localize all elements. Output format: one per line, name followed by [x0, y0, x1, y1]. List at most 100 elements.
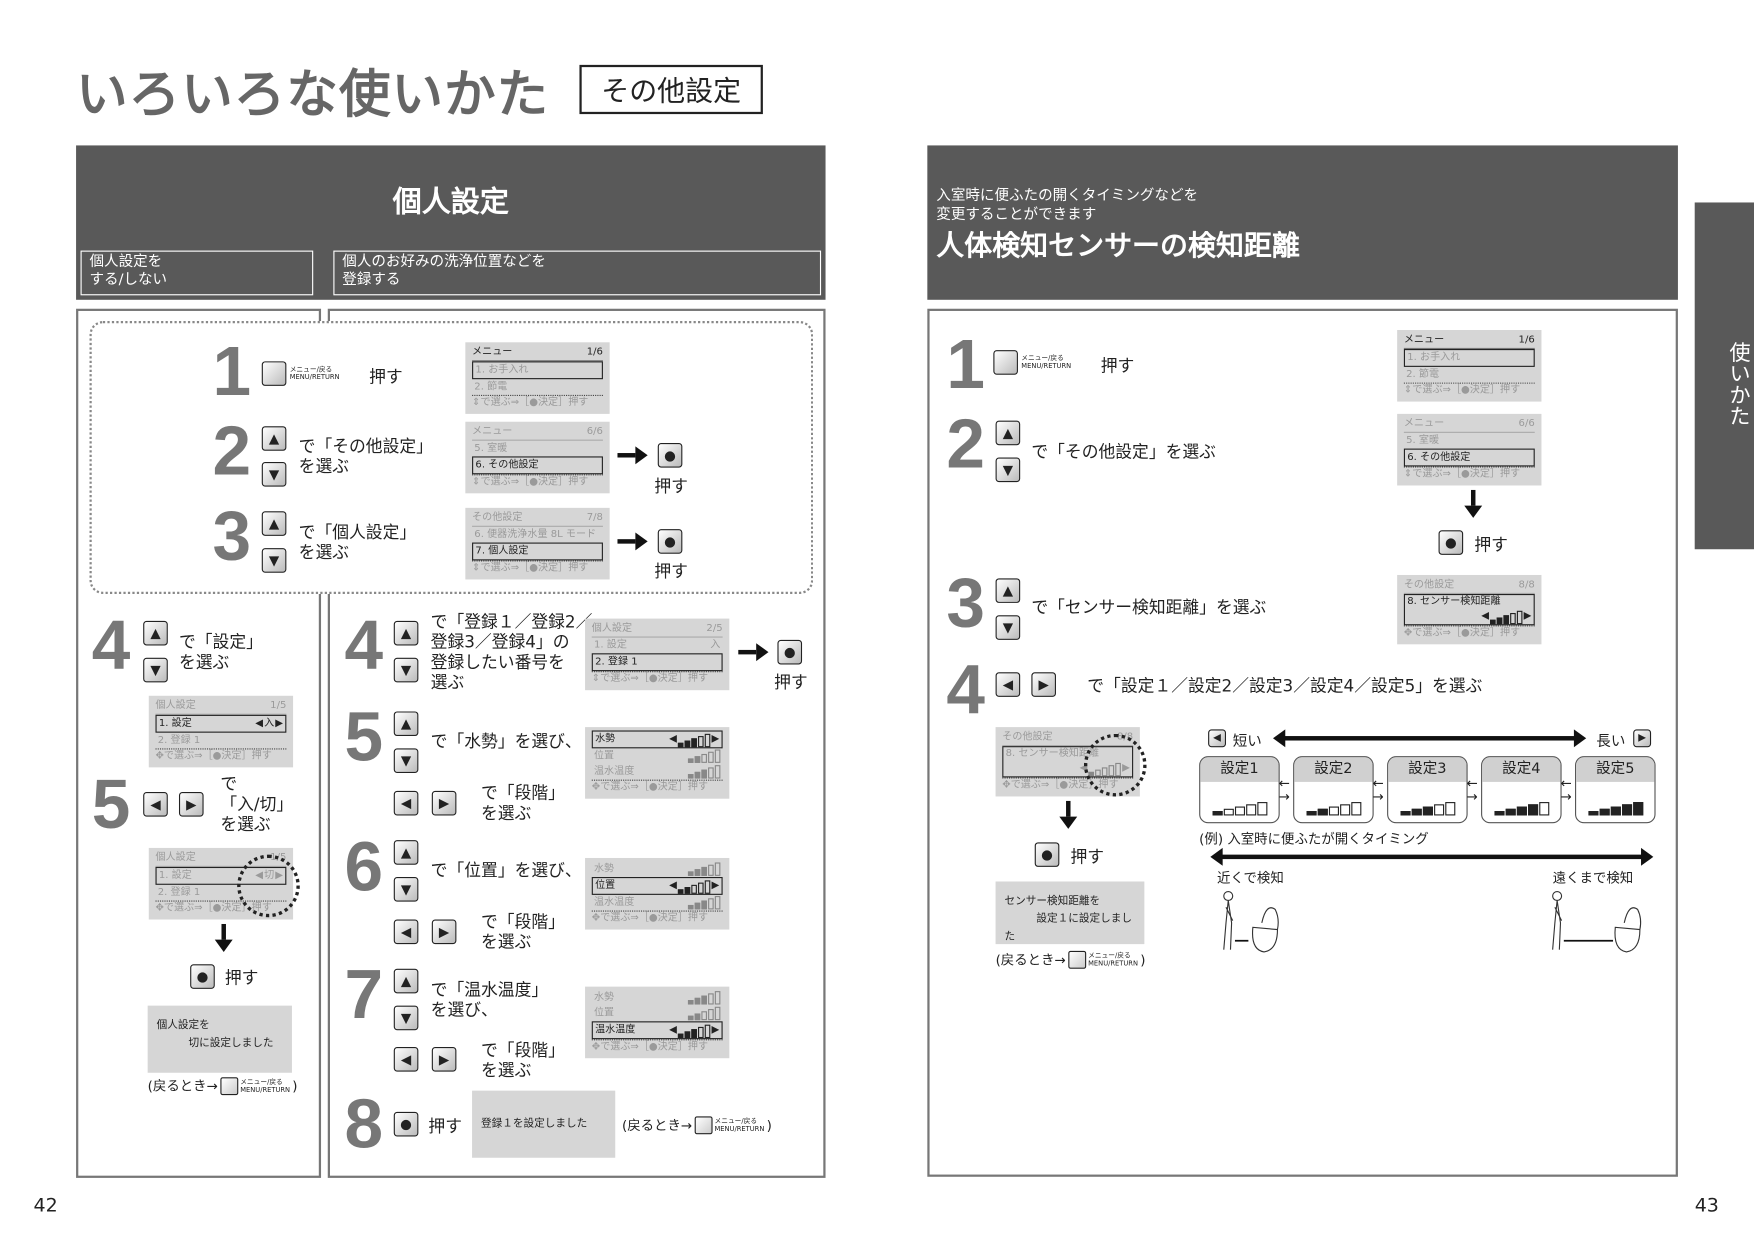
up-button[interactable]: ▲ [995, 578, 1021, 603]
lcd-page: 7/8 [586, 512, 603, 524]
right-button[interactable]: ▶ [178, 791, 204, 817]
step-text: で「個人設定」 を選ぶ [298, 522, 417, 563]
enter-button[interactable]: ● [657, 442, 683, 468]
left-button[interactable]: ◀ [393, 919, 419, 945]
down-button[interactable]: ▼ [393, 657, 419, 683]
far-label: 遠くまで検知 [1552, 870, 1634, 886]
four-way-icon: ✥ [155, 902, 164, 914]
down-button[interactable]: ▼ [995, 615, 1021, 640]
lcd-page: 6/6 [1518, 418, 1535, 430]
lcd-row-label: 1. お手入れ [475, 364, 529, 376]
four-way-icon: ✥ [591, 912, 601, 924]
up-button[interactable]: ▲ [393, 968, 419, 994]
lcd-row: 5. 室暖 [1404, 433, 1535, 449]
lcd-row: 7. 個人設定 [472, 542, 603, 561]
down-button[interactable]: ▼ [143, 657, 168, 683]
step-number: 1 [946, 326, 985, 404]
page-number-left: 42 [33, 1194, 58, 1218]
right-triangle-icon: ▶ [711, 1024, 720, 1036]
lcd-footer: ✥で選ぶ⇒［●決定］押す [1002, 777, 1134, 793]
push-label: 押す [654, 476, 688, 497]
menu-return-button[interactable] [694, 1115, 713, 1134]
down-button[interactable]: ▼ [393, 1005, 419, 1031]
up-down-icon: ⇕ [1403, 468, 1413, 480]
left-triangle-icon: ◀ [669, 879, 677, 891]
push-label: 押す [654, 561, 688, 582]
arrow-down-icon [1464, 489, 1483, 518]
lcd-title: その他設定 [1002, 731, 1053, 743]
up-button[interactable]: ▲ [995, 420, 1021, 446]
down-button[interactable]: ▼ [393, 748, 419, 773]
up-button[interactable]: ▲ [261, 426, 287, 451]
menu-return-button[interactable] [220, 1076, 238, 1095]
right-button[interactable]: ▶ [431, 790, 457, 816]
lcd-footer: ✥で選ぶ⇒［●決定］押す [591, 910, 723, 927]
lcd-row: 位置 [592, 748, 723, 764]
down-button[interactable]: ▼ [261, 461, 287, 487]
lcd-footer-text: で選ぶ⇒［●決定］押す [480, 476, 589, 488]
enter-button[interactable]: ● [1034, 842, 1060, 867]
level-meter [1212, 802, 1267, 816]
sub-label-register: 個人のお好みの洗浄位置などを 登録する [333, 250, 822, 296]
right-button[interactable]: ▶ [1031, 672, 1056, 697]
up-button[interactable]: ▲ [143, 620, 168, 646]
left-button[interactable]: ◀ [393, 790, 419, 816]
menu-label-en: MENU/RETURN [289, 373, 340, 382]
menu-label-jp: メニュー/戻る [1021, 354, 1064, 363]
lcd-row: 6. 便器洗浄水量 8L モード [472, 527, 603, 543]
enter-button[interactable]: ● [393, 1111, 419, 1137]
lcd-screen: 水勢位置温水温度◀▶✥で選ぶ⇒［●決定］押す [585, 986, 730, 1059]
menu-return-button[interactable] [1068, 950, 1086, 969]
menu-label-en: MENU/RETURN [714, 1124, 765, 1133]
right-button[interactable]: ▶ [431, 1047, 457, 1072]
level-meter [1493, 802, 1549, 816]
step-number: 7 [344, 956, 384, 1034]
left-header: 個人設定 個人設定を する/しない 個人のお好みの洗浄位置などを 登録する [76, 145, 826, 300]
down-button[interactable]: ▼ [261, 548, 287, 573]
enter-button[interactable]: ● [777, 639, 803, 665]
lcd-row: 6. その他設定 [472, 456, 603, 475]
level-meter [1587, 802, 1643, 816]
right-triangle-icon: ▶ [275, 717, 284, 729]
up-button[interactable]: ▲ [393, 840, 419, 865]
lcd-page: 2/5 [706, 623, 723, 635]
lcd-row-label: 2. 節電 [1406, 368, 1440, 380]
enter-button[interactable]: ● [190, 964, 215, 989]
level-meter [1305, 802, 1361, 816]
lcd-row: 2. 節電 [472, 379, 603, 395]
step-number: 5 [344, 699, 384, 777]
up-button[interactable]: ▲ [261, 511, 287, 536]
left-button[interactable]: ◀ [393, 1047, 419, 1072]
up-button[interactable]: ▲ [393, 620, 419, 646]
left-button[interactable]: ◀ [995, 672, 1021, 697]
down-button[interactable]: ▼ [995, 457, 1021, 483]
arrow-right-icon [617, 446, 648, 465]
down-button[interactable]: ▼ [393, 876, 419, 902]
diagram-caption: (例) 入室時に便ふたが開くタイミング [1199, 831, 1429, 847]
header-intro: 入室時に便ふたの開くタイミングなどを 変更することができます [936, 187, 1199, 224]
double-arrow-icon [1272, 729, 1587, 748]
left-button[interactable]: ◀ [143, 791, 168, 817]
enter-button[interactable]: ● [1438, 530, 1464, 555]
right-button[interactable]: ▶ [431, 919, 457, 945]
lcd-title: メニュー [472, 426, 513, 438]
lcd-row: 水勢 [592, 990, 723, 1006]
enter-button[interactable]: ● [657, 529, 683, 554]
right-button-icon: ▶ [1633, 729, 1652, 748]
lcd-row: 位置◀▶ [591, 876, 723, 895]
confirmation-message: センサー検知距離を 設定１に設定しました [995, 881, 1145, 945]
return-suffix: ) [1140, 951, 1146, 968]
menu-label-en: MENU/RETURN [1021, 362, 1072, 371]
lcd-screen: 水勢◀▶位置温水温度✥で選ぶ⇒［●決定］押す [585, 727, 730, 799]
up-button[interactable]: ▲ [393, 711, 419, 737]
